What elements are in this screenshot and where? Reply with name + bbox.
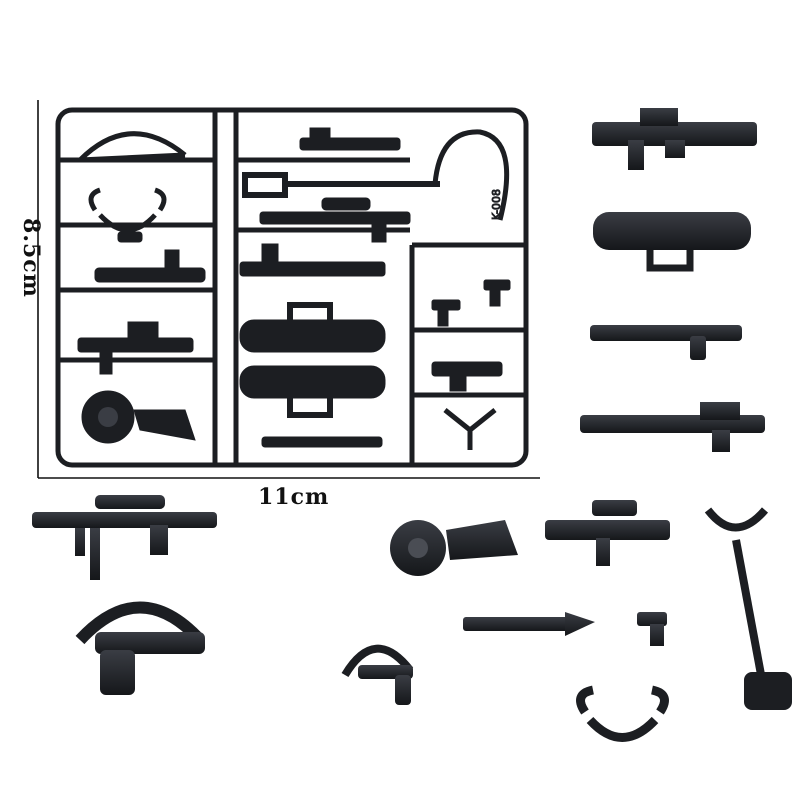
part-circular-saw (390, 520, 518, 576)
sprue-shovel (242, 172, 440, 198)
loose-parts-bottom (32, 495, 792, 742)
sprue-bow (78, 131, 187, 163)
sprue-bazooka-top (239, 319, 386, 353)
sprue-hook (432, 129, 510, 221)
part-crossbow-small (341, 644, 414, 705)
part-small-pistol (637, 612, 667, 646)
sprue-rocket-launcher (94, 267, 206, 283)
part-bazooka (593, 212, 751, 272)
sprue-frame (55, 107, 529, 468)
part-shotgun (580, 402, 765, 452)
part-crossbow-large (75, 601, 205, 695)
part-handcuffs (576, 685, 669, 742)
sprue-smg (431, 361, 503, 377)
part-shovel-hook (704, 507, 792, 710)
sprue-stamp: K-008 (490, 189, 503, 220)
part-blaster (592, 108, 757, 170)
part-sniper-rifle (32, 495, 217, 580)
sprue-stick (261, 436, 383, 448)
sprue-bazooka-bottom (239, 365, 386, 399)
sprue-sniper (259, 211, 411, 225)
height-dimension-label: 8.5cm (18, 218, 44, 298)
sprue-machine-gun (239, 261, 386, 277)
dimension-lines (37, 100, 540, 479)
sprue-handcuffs (88, 187, 167, 233)
part-baton (590, 325, 742, 360)
sprue-slingshot (443, 408, 497, 450)
loose-parts-right (580, 108, 765, 452)
part-assault-rifle (545, 500, 670, 566)
part-knife (463, 612, 595, 636)
sprue-parts: K-008 (77, 127, 511, 450)
width-dimension-label: 11cm (258, 484, 330, 510)
